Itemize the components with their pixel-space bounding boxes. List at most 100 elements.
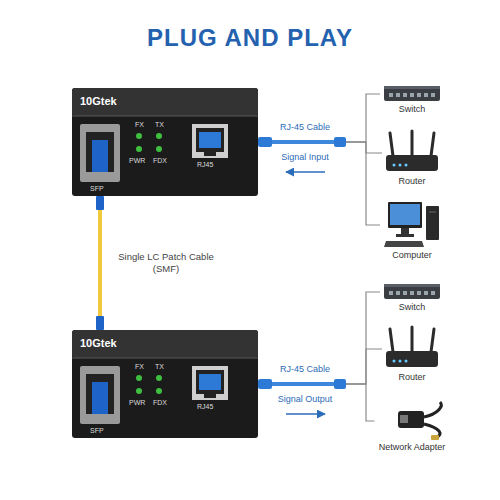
switch-icon	[424, 93, 428, 97]
router-icon	[386, 351, 438, 367]
switch-icon	[396, 93, 400, 97]
switch-icon	[431, 93, 435, 97]
port-label: PWR	[129, 157, 145, 164]
page-title: PLUG AND PLAY	[0, 24, 500, 52]
router-icon	[393, 164, 396, 167]
switch-icon	[384, 86, 440, 101]
router-device: Router	[382, 130, 442, 187]
router-icon	[431, 133, 434, 156]
computer-icon	[396, 234, 414, 237]
cable-label: RJ-45 Cable	[255, 122, 355, 133]
port-label: RJ45	[197, 161, 213, 168]
device-label: Computer	[380, 250, 444, 261]
computer-icon	[388, 202, 422, 228]
rj45-cable	[334, 379, 346, 389]
cable-label: RJ-45 Cable	[255, 364, 355, 375]
switch-icon	[410, 93, 414, 97]
rj45-cable	[258, 137, 272, 147]
port-label: RJ45	[197, 403, 213, 410]
media-converter: 10GtekFX TX PWR FDX RJ45SFP	[72, 88, 258, 196]
rj45-cable	[258, 379, 272, 389]
media-converter-drawing	[72, 330, 258, 438]
router-icon	[386, 131, 438, 171]
fiber-boots	[96, 196, 104, 210]
computer-icon	[390, 204, 420, 225]
port-label: FX	[135, 363, 144, 370]
device-label: Router	[382, 176, 442, 187]
switch-icon	[396, 291, 400, 295]
computer-icon	[429, 212, 436, 213]
fiber-cable	[98, 196, 102, 330]
router-icon	[411, 327, 414, 352]
signal-arrow	[286, 413, 325, 415]
switch-icon	[389, 93, 393, 97]
signal-label: Signal Input	[255, 152, 355, 163]
computer-icon	[384, 241, 424, 247]
cable-bracket	[258, 94, 380, 142]
signal-label: Signal Output	[255, 394, 355, 405]
switch-icon	[424, 291, 428, 295]
network-adapter-device: Network Adapter	[375, 400, 450, 453]
signal-arrow	[286, 172, 325, 414]
port-label: SFP	[90, 427, 104, 434]
switch-icon	[431, 291, 435, 295]
router-icon	[405, 360, 408, 363]
cable-label: Single LC Patch Cable (SMF)	[110, 251, 222, 275]
computer-icon	[401, 228, 409, 234]
switch-icon	[389, 291, 393, 295]
network-adapter-icon	[431, 435, 439, 440]
rj45-cable	[258, 137, 346, 389]
switch-icon	[384, 284, 440, 287]
computer-icon	[384, 202, 439, 247]
router-icon	[399, 360, 402, 363]
network-adapter-icon	[398, 402, 441, 440]
device-label: Router	[382, 372, 442, 383]
router-icon	[390, 329, 393, 352]
cable-bracket	[258, 142, 382, 153]
switch-device: Switch	[380, 282, 444, 313]
switch-icon	[417, 93, 421, 97]
switch-icon	[417, 291, 421, 295]
port-label: FDX	[153, 157, 167, 164]
media-converter-drawing	[72, 88, 258, 438]
port-label: FDX	[153, 399, 167, 406]
router-icon	[390, 133, 393, 156]
media-converter-drawing	[72, 88, 258, 196]
port-label: TX	[155, 121, 164, 128]
network-adapter-icon	[424, 402, 441, 417]
brand-logo: 10Gtek	[80, 96, 117, 107]
switch-icon	[410, 291, 414, 295]
switch-icon	[384, 86, 440, 101]
network-adapter-icon	[398, 411, 424, 428]
device-label: Network Adapter	[375, 442, 450, 453]
fiber-boots	[96, 196, 104, 330]
switch-icon	[384, 284, 440, 299]
router-device: Router	[382, 326, 442, 383]
router-icon	[411, 131, 414, 156]
switch-icon	[403, 291, 407, 295]
router-icon	[386, 327, 438, 367]
port-label: FX	[135, 121, 144, 128]
device-label: Switch	[380, 104, 444, 115]
rj45-cable	[334, 137, 346, 147]
media-converter: 10GtekFX TX PWR FDX RJ45SFP	[72, 330, 258, 438]
router-icon	[405, 164, 408, 167]
fiber-boots	[96, 316, 104, 330]
brand-logo: 10Gtek	[80, 338, 117, 349]
switch-device: Switch	[380, 84, 444, 115]
switch-icon	[403, 93, 407, 97]
signal-arrow	[286, 171, 325, 173]
port-label: PWR	[129, 399, 145, 406]
router-icon	[431, 329, 434, 352]
switch-icon	[384, 86, 440, 89]
router-icon	[399, 164, 402, 167]
network-adapter-icon	[400, 415, 408, 423]
port-label: SFP	[90, 185, 104, 192]
switch-icon	[384, 284, 440, 299]
computer-device: Computer	[380, 200, 444, 261]
port-label: TX	[155, 363, 164, 370]
router-icon	[386, 155, 438, 171]
router-icon	[393, 360, 396, 363]
computer-icon	[426, 206, 439, 240]
device-label: Switch	[380, 302, 444, 313]
